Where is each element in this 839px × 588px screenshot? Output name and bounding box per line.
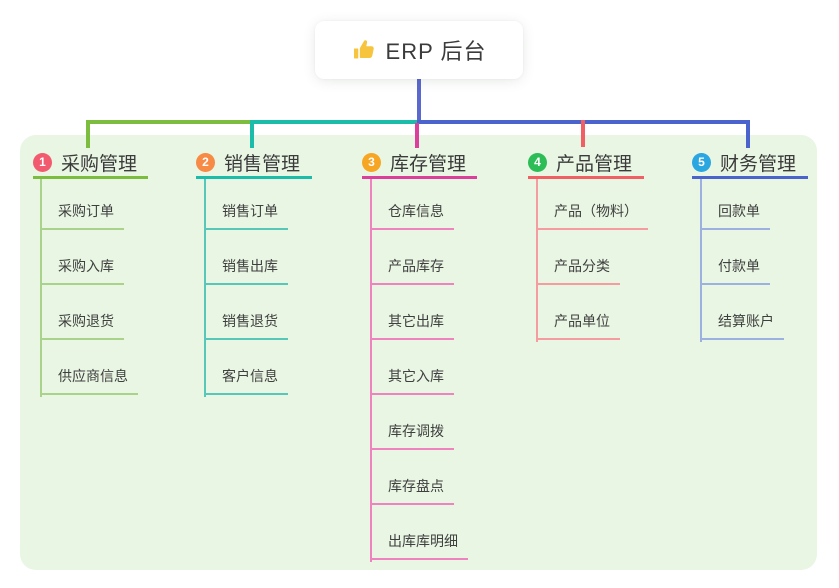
branch-1-title: 采购管理 bbox=[61, 153, 138, 175]
branch-2-drop-line bbox=[250, 120, 254, 148]
branch-5-header[interactable]: 5 财务管理 bbox=[692, 148, 808, 179]
branch-1-drop-line bbox=[86, 120, 90, 148]
branch-4-item-2[interactable]: 产品分类 bbox=[536, 230, 620, 285]
branch-5-item-1[interactable]: 回款单 bbox=[700, 175, 770, 230]
branch-3-drop-line bbox=[415, 123, 419, 148]
node-item-label: 回款单 bbox=[718, 203, 760, 219]
bus-segment-left bbox=[86, 120, 254, 124]
branch-2-item-1[interactable]: 销售订单 bbox=[204, 175, 288, 230]
branch-2-item-4[interactable]: 客户信息 bbox=[204, 340, 288, 395]
node-item-label: 采购入库 bbox=[58, 258, 114, 274]
branch-1-items: 采购订单采购入库采购退货供应商信息 bbox=[40, 175, 138, 395]
node-item-label: 采购订单 bbox=[58, 203, 114, 219]
branch-1-item-1[interactable]: 采购订单 bbox=[40, 175, 124, 230]
branch-4-header[interactable]: 4 产品管理 bbox=[528, 148, 644, 179]
branch-3-item-2[interactable]: 产品库存 bbox=[370, 230, 454, 285]
node-item-label: 销售出库 bbox=[222, 258, 278, 274]
branch-4-items: 产品（物料） 产品分类产品单位 bbox=[536, 175, 648, 340]
node-item-label: 产品库存 bbox=[388, 258, 444, 274]
branch-3-item-7[interactable]: 出库库明细 bbox=[370, 505, 468, 560]
node-item-label: 仓库信息 bbox=[388, 203, 444, 219]
node-item-label: 结算账户 bbox=[718, 313, 774, 329]
branch-5-children-connector bbox=[700, 177, 702, 342]
branch-2-items: 销售订单销售出库销售退货客户信息 bbox=[204, 175, 288, 395]
node-item-label: 库存调拨 bbox=[388, 423, 444, 439]
node-item-label: 产品分类 bbox=[554, 258, 610, 274]
branch-2-title: 销售管理 bbox=[224, 153, 301, 175]
branch-5-item-3[interactable]: 结算账户 bbox=[700, 285, 784, 340]
branch-5-drop-line bbox=[746, 120, 750, 148]
branch-3-item-3[interactable]: 其它出库 bbox=[370, 285, 454, 340]
branch-3-header[interactable]: 3 库存管理 bbox=[362, 148, 477, 179]
node-item-label: 付款单 bbox=[718, 258, 760, 274]
node-item-label: 其它入库 bbox=[388, 368, 444, 384]
branch-4-title: 产品管理 bbox=[556, 153, 633, 175]
branch-4-item-3[interactable]: 产品单位 bbox=[536, 285, 620, 340]
branch-3-item-4[interactable]: 其它入库 bbox=[370, 340, 454, 395]
branch-1-number-badge: 1 bbox=[33, 152, 52, 172]
node-item-label: 产品单位 bbox=[554, 313, 610, 329]
root-connector-line bbox=[417, 79, 421, 124]
branch-1-header[interactable]: 1 采购管理 bbox=[33, 148, 148, 179]
branch-2-item-3[interactable]: 销售退货 bbox=[204, 285, 288, 340]
branch-3-items: 仓库信息产品库存其它出库其它入库库存调拨库存盘点出库库明细 bbox=[370, 175, 468, 560]
branch-2-children-connector bbox=[204, 177, 206, 397]
branch-2-header[interactable]: 2 销售管理 bbox=[196, 148, 312, 179]
branch-3-number-badge: 3 bbox=[362, 152, 381, 172]
node-item-label: 销售订单 bbox=[222, 203, 278, 219]
branch-3-item-5[interactable]: 库存调拨 bbox=[370, 395, 454, 450]
node-item-label: 采购退货 bbox=[58, 313, 114, 329]
branch-1-children-connector bbox=[40, 177, 42, 397]
node-item-label: 库存盘点 bbox=[388, 478, 444, 494]
branch-3-children-connector bbox=[370, 177, 372, 562]
thumbs-up-icon bbox=[352, 38, 376, 62]
branch-5-number-badge: 5 bbox=[692, 152, 711, 172]
branch-3-item-6[interactable]: 库存盘点 bbox=[370, 450, 454, 505]
branch-4-item-1[interactable]: 产品（物料） bbox=[536, 175, 648, 230]
branch-3-item-1[interactable]: 仓库信息 bbox=[370, 175, 454, 230]
node-item-label: 销售退货 bbox=[222, 313, 278, 329]
branch-1-item-3[interactable]: 采购退货 bbox=[40, 285, 124, 340]
branch-4-children-connector bbox=[536, 177, 538, 342]
branch-5-title: 财务管理 bbox=[720, 153, 797, 175]
node-item-label: 供应商信息 bbox=[58, 368, 128, 384]
branch-5-item-2[interactable]: 付款单 bbox=[700, 230, 770, 285]
node-item-label: 客户信息 bbox=[222, 368, 278, 384]
root-node[interactable]: ERP 后台 bbox=[315, 21, 523, 79]
node-item-label: 产品（物料） bbox=[554, 203, 638, 219]
branch-2-item-2[interactable]: 销售出库 bbox=[204, 230, 288, 285]
branch-5-items: 回款单付款单结算账户 bbox=[700, 175, 784, 340]
branches-panel bbox=[20, 135, 817, 570]
branch-4-number-badge: 4 bbox=[528, 152, 547, 172]
root-node-title: ERP 后台 bbox=[385, 39, 487, 64]
node-item-label: 其它出库 bbox=[388, 313, 444, 329]
branch-4-drop-line bbox=[581, 120, 585, 147]
bus-segment-middle bbox=[250, 120, 417, 124]
branch-2-number-badge: 2 bbox=[196, 152, 215, 172]
branch-3-title: 库存管理 bbox=[390, 153, 467, 175]
branch-1-item-4[interactable]: 供应商信息 bbox=[40, 340, 138, 395]
node-item-label: 出库库明细 bbox=[388, 533, 458, 549]
branch-1-item-2[interactable]: 采购入库 bbox=[40, 230, 124, 285]
